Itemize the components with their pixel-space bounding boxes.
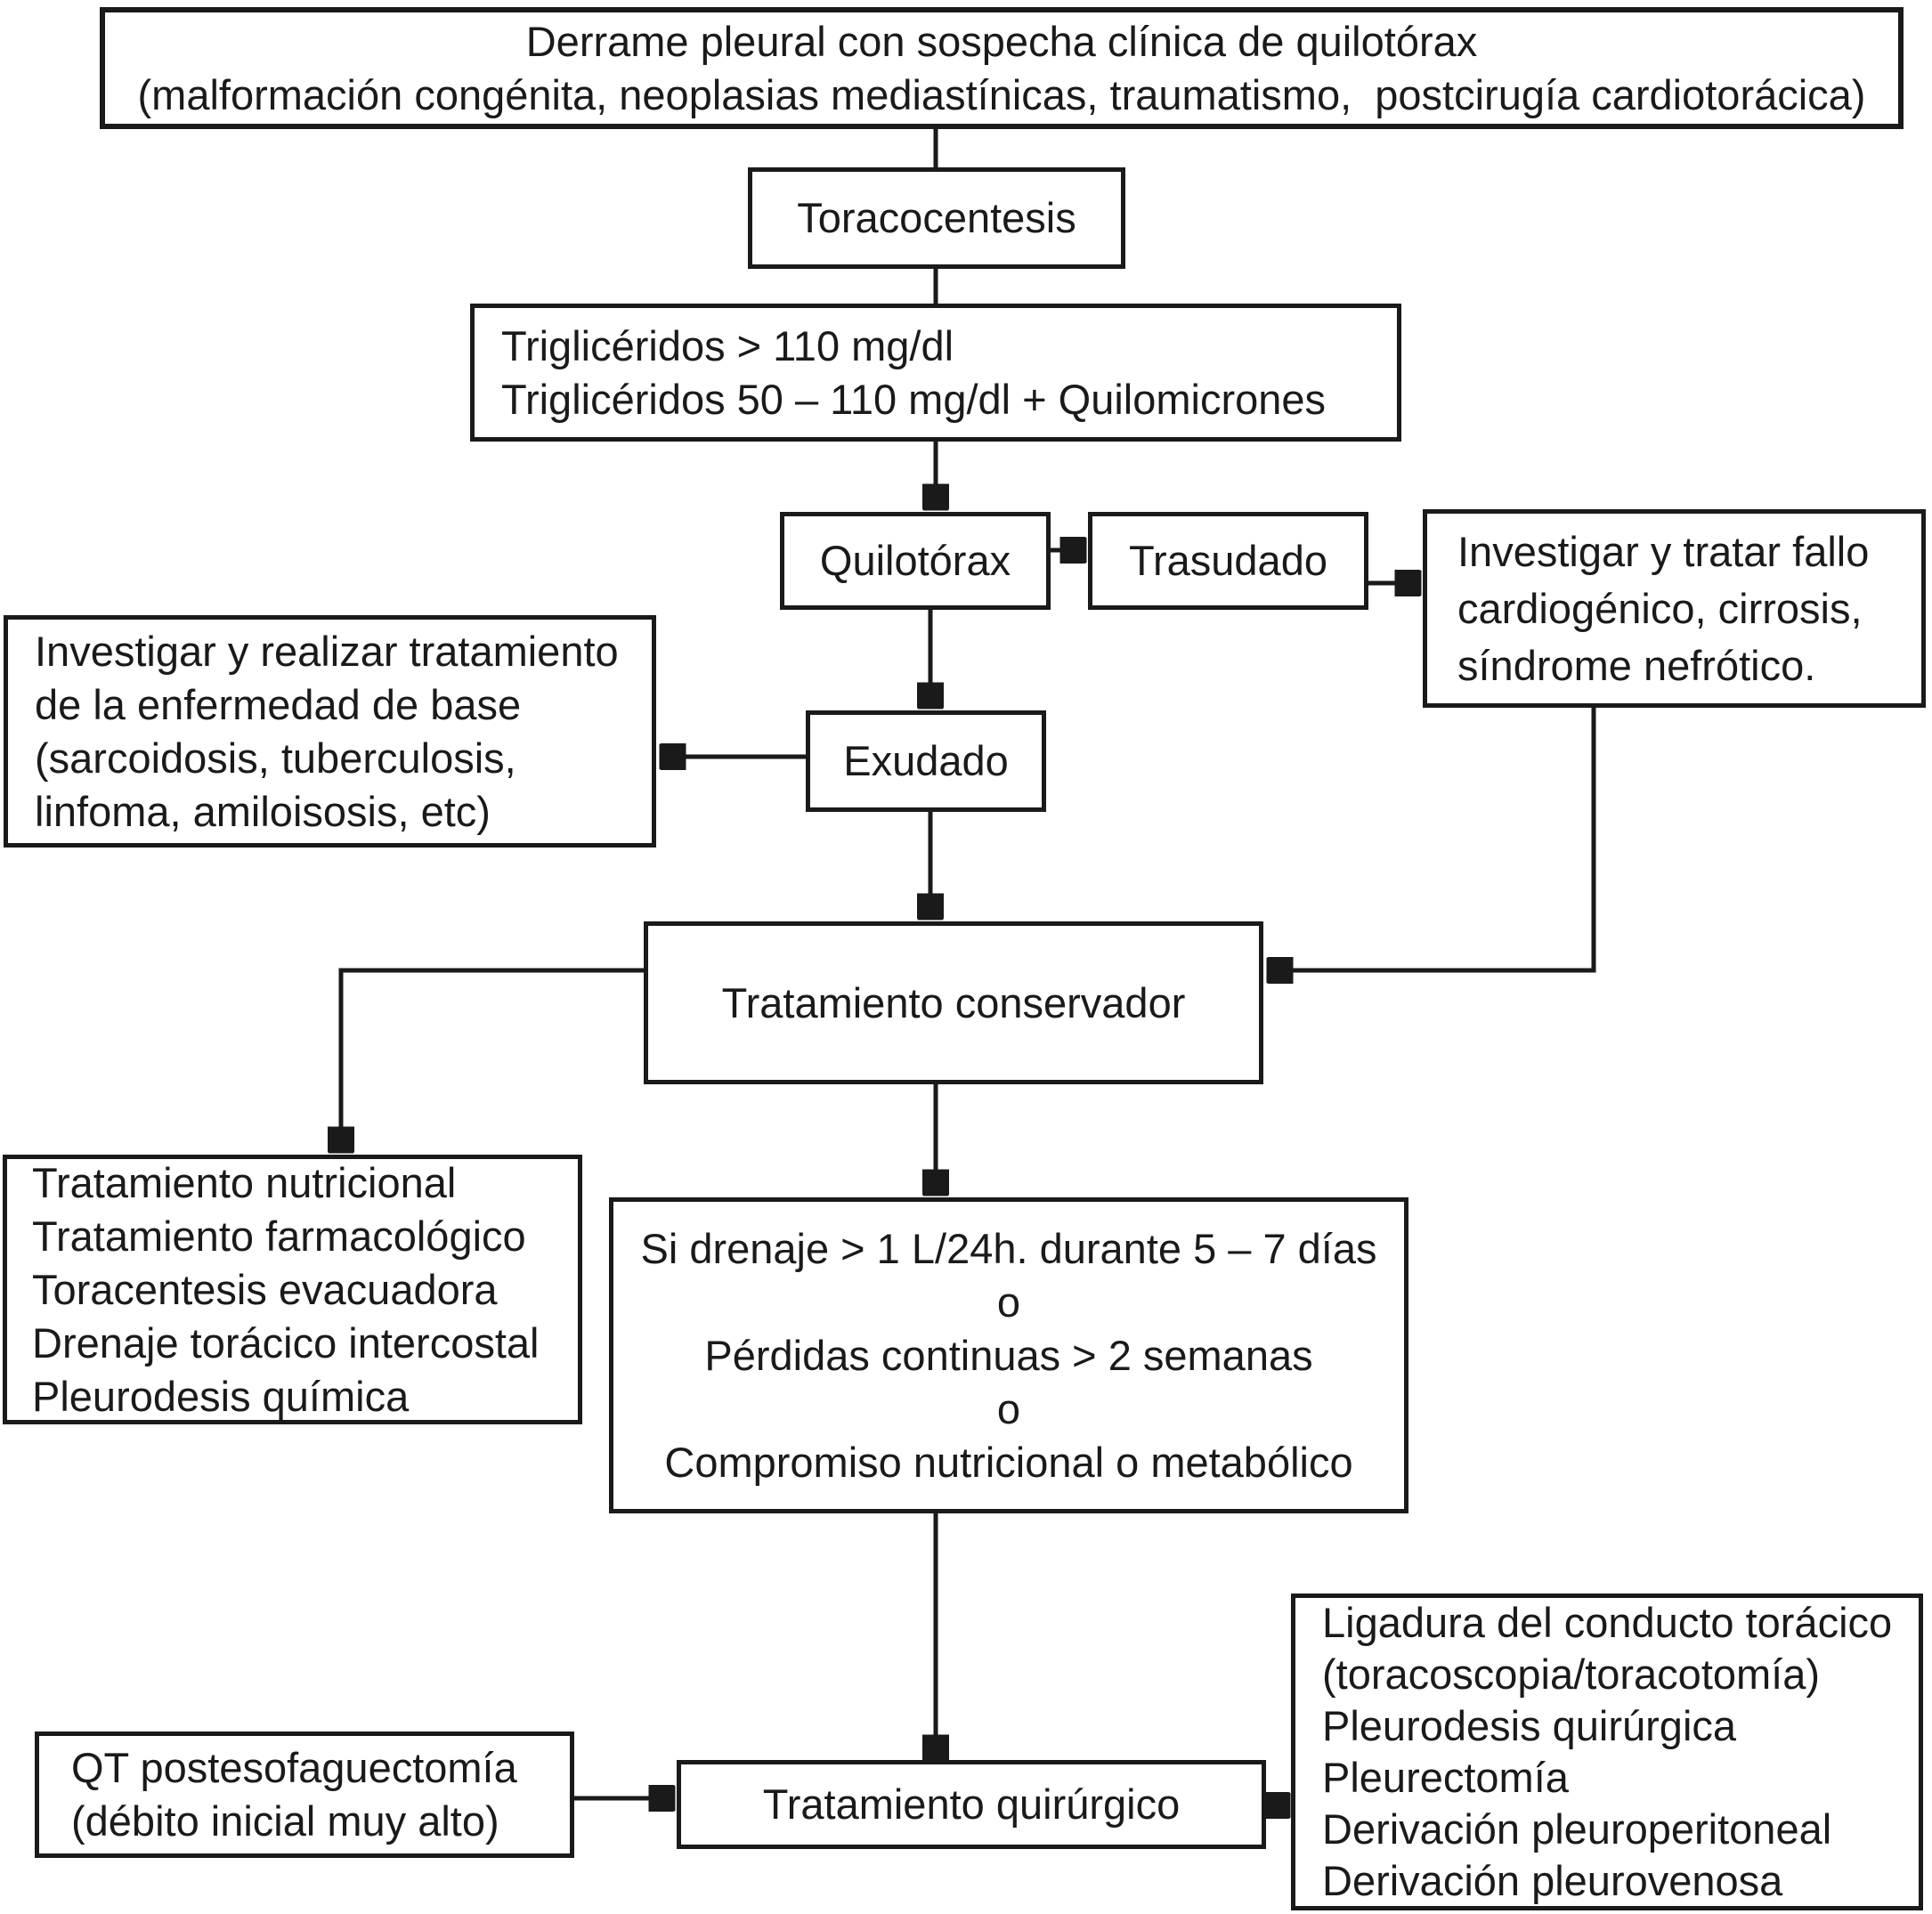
node-line: Toracocentesis [797, 194, 1076, 241]
node-line: QT postesofaguectomía [71, 1744, 517, 1791]
node-line: Derivación pleuroperitoneal [1322, 1805, 1832, 1853]
node-line: Si drenaje > 1 L/24h. durante 5 – 7 días [640, 1224, 1377, 1272]
node-line: linfoma, amiloisosis, etc) [35, 787, 491, 835]
node-line: síndrome nefrótico. [1457, 641, 1816, 689]
node-line: Pleurodesis química [32, 1372, 410, 1420]
node-investigar-fallo: Investigar y tratar fallo cardiogénico, … [1423, 509, 1926, 708]
node-line: (malformación congénita, neoplasias medi… [137, 70, 1866, 118]
node-line: Tratamiento conservador [721, 978, 1186, 1026]
node-line: Derrame pleural con sospecha clínica de … [525, 17, 1478, 65]
node-qt-postesofaguectomia: QT postesofaguectomía (débito inicial mu… [35, 1732, 574, 1858]
node-line: o [996, 1384, 1021, 1432]
node-trigliceridos: Triglicéridos > 110 mg/dl Triglicéridos … [470, 304, 1401, 442]
node-trasudado: Trasudado [1088, 512, 1368, 610]
node-line: Pérdidas continuas > 2 semanas [704, 1331, 1313, 1379]
node-derrame-pleural: Derrame pleural con sospecha clínica de … [100, 7, 1904, 129]
node-line: de la enfermedad de base [35, 680, 522, 728]
node-ligadura: Ligadura del conducto torácico (toracosc… [1291, 1594, 1923, 1910]
node-line: Triglicéridos > 110 mg/dl [501, 321, 954, 369]
node-line: Derivación pleurovenosa [1322, 1857, 1783, 1904]
arrow-investigar-fallo-to-conservador [1268, 708, 1596, 970]
node-line: Exudado [843, 737, 1009, 784]
node-line: cardiogénico, cirrosis, [1457, 584, 1863, 632]
node-tratamiento-conservador: Tratamiento conservador [644, 921, 1263, 1084]
node-exudado: Exudado [806, 710, 1046, 812]
node-line: Tratamiento nutricional [32, 1158, 457, 1206]
node-line: Ligadura del conducto torácico [1322, 1599, 1893, 1646]
node-line: Quilotórax [819, 537, 1011, 584]
node-quilotorax: Quilotórax [780, 512, 1051, 610]
node-line: o [996, 1277, 1021, 1326]
node-line: Tratamiento quirúrgico [762, 1780, 1181, 1828]
node-line: (débito inicial muy alto) [71, 1797, 499, 1845]
node-line: Tratamiento farmacológico [32, 1212, 526, 1260]
node-investigar-base: Investigar y realizar tratamiento de la … [4, 615, 656, 848]
node-line: (toracoscopia/toracotomía) [1322, 1650, 1821, 1698]
node-line: Compromiso nutricional o metabólico [664, 1438, 1353, 1486]
node-line: Drenaje torácico intercostal [32, 1318, 540, 1367]
node-tratamiento-quirurgico: Tratamiento quirúrgico [677, 1760, 1266, 1849]
node-line: Trasudado [1129, 537, 1327, 584]
node-line: (sarcoidosis, tuberculosis, [35, 734, 516, 782]
node-line: Investigar y tratar fallo [1457, 527, 1870, 575]
node-si-drenaje: Si drenaje > 1 L/24h. durante 5 – 7 días… [609, 1197, 1408, 1513]
node-line: Triglicéridos 50 – 110 mg/dl + Quilomicr… [501, 375, 1327, 423]
node-line: Pleurodesis quirúrgica [1322, 1702, 1737, 1749]
arrow-conservador-to-nutricional [341, 968, 644, 1152]
node-line: Investigar y realizar tratamiento [35, 627, 619, 675]
node-toracocentesis: Toracocentesis [748, 167, 1125, 269]
node-tratamiento-nutricional: Tratamiento nutricional Tratamiento farm… [3, 1155, 582, 1424]
node-line: Toracentesis evacuadora [32, 1265, 498, 1313]
node-line: Pleurectomía [1322, 1754, 1569, 1801]
